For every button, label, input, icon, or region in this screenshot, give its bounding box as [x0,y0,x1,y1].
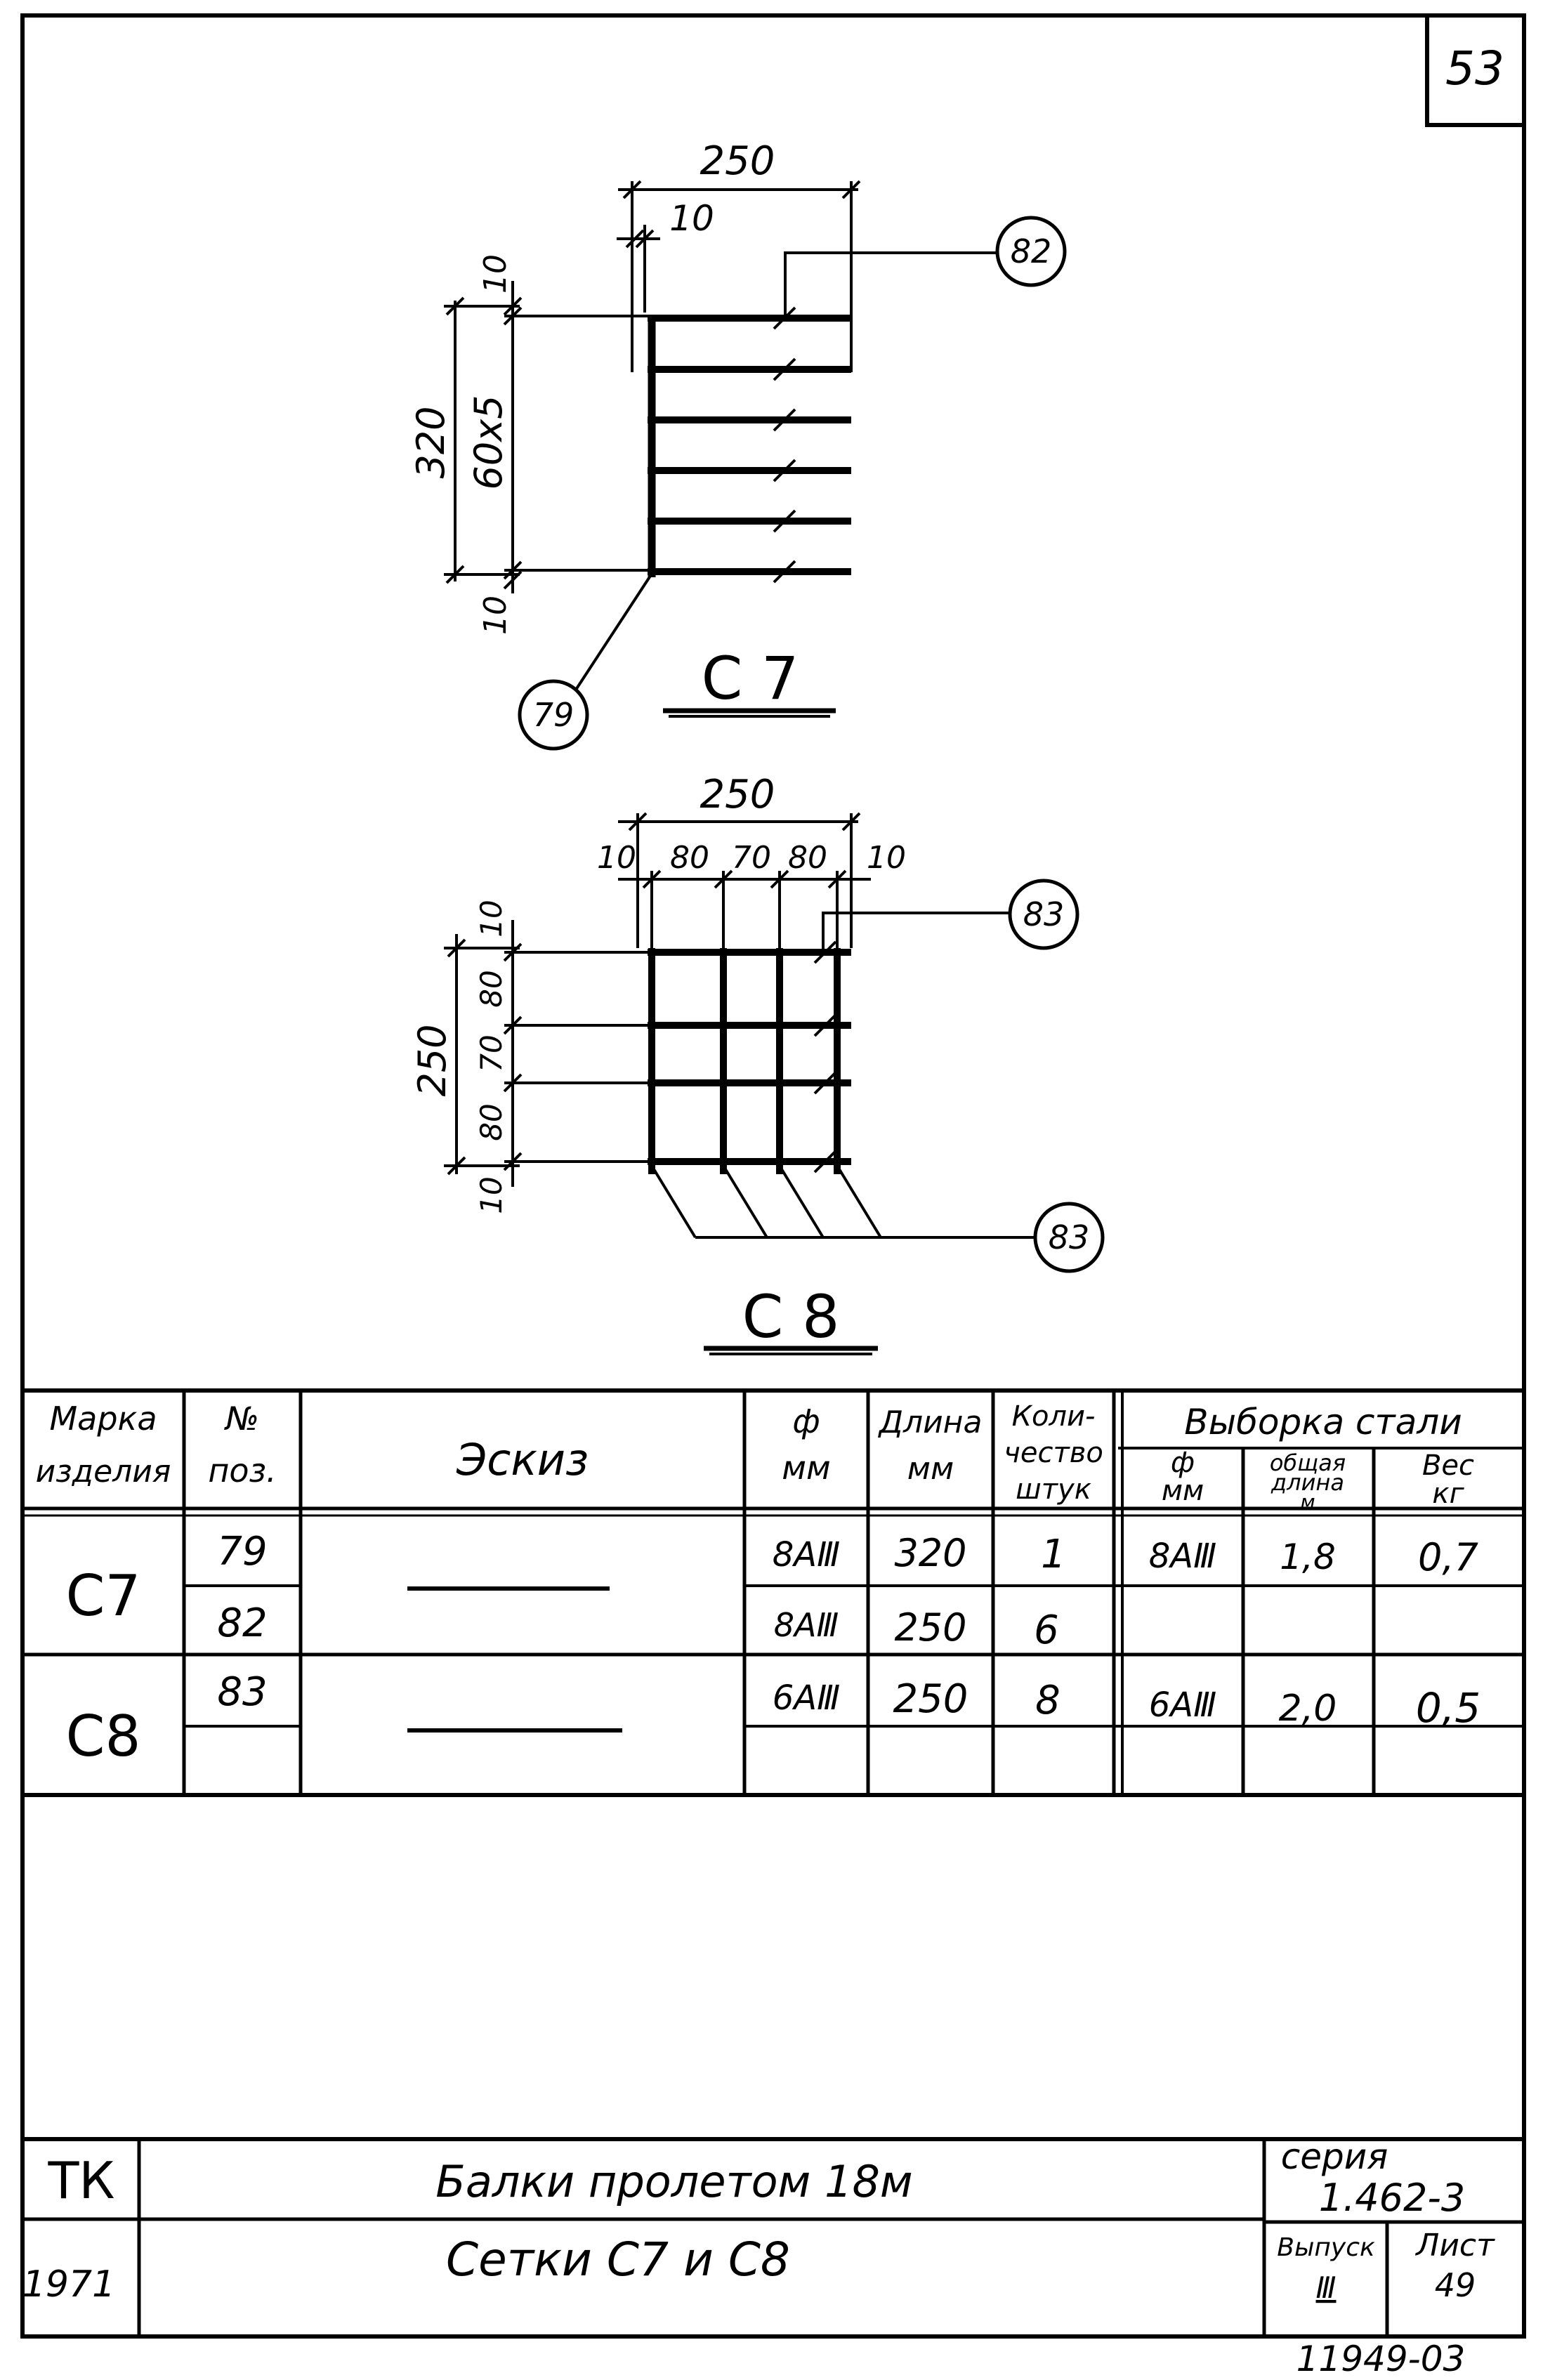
footer-code: 11949-03 [1296,2339,1466,2379]
header-pos-2: поз. [208,1452,276,1490]
c8-width-label: 250 [700,772,775,817]
c8-spacing-h-3: 80 [788,840,827,876]
row-qty: 6 [1034,1608,1059,1653]
header-phi-1: ф [792,1402,820,1440]
c8-spacing-v-1: 80 [474,970,508,1007]
c7-height-total-label: 320 [409,406,453,478]
row-mark-c7: С7 [66,1563,141,1629]
c7-title: С 7 [702,644,799,713]
header-steel: Выборка стали [1184,1402,1462,1442]
c7-callout-79: 79 [533,696,574,734]
header-steel-len-1: общая [1270,1449,1346,1476]
row-pos: 83 [217,1669,267,1715]
c7-top-margin-label: 10 [478,254,513,294]
header-steel-weight-1: Вес [1422,1449,1474,1482]
spec-table-headers: Марка изделия № поз. Эскиз ф мм Длина мм… [36,1400,1474,1513]
row-pos: 82 [217,1600,267,1646]
title-block: ТК 1971 Балки пролетом 18м Сетки С7 и С8… [22,2136,1495,2306]
header-sketch: Эскиз [456,1434,589,1485]
series-label: серия [1281,2136,1388,2177]
header-mark-1: Марка [49,1400,157,1438]
org-code: ТК [47,2151,114,2210]
header-qty-1: Коли- [1012,1400,1096,1433]
drawing-c7 [444,180,1067,751]
year: 1971 [22,2263,115,2306]
row-length: 250 [893,1676,969,1722]
c8-spacing-h-2: 70 [732,840,771,876]
row-steel-phi: 8АⅢ [1149,1537,1216,1576]
c8-spacing-h-0: 10 [597,840,636,876]
title-block-grid [22,2137,1524,2336]
c8-spacing-v-4: 10 [474,1176,508,1214]
drawing-c7-labels: 250 10 10 320 60х5 10 82 79 С 7 [409,138,1051,734]
c8-height-total-label: 250 [410,1024,454,1096]
series-value: 1.462-3 [1319,2176,1465,2220]
sheet-number: 53 [1445,41,1504,96]
c8-spacing-h-4: 10 [867,840,906,876]
header-steel-len-2: длина [1270,1469,1344,1496]
header-length-2: мм [907,1451,954,1487]
spec-table-rows: С7 79 8АⅢ 320 1 8АⅢ 1,8 0,7 82 8АⅢ 250 6… [66,1529,1481,1769]
row-qty: 1 [1041,1532,1066,1577]
drawing-c8-labels: 250 10 80 70 80 10 250 10 80 70 80 10 83… [410,772,1089,1351]
header-steel-phi-1: ф [1171,1447,1195,1479]
c8-spacing-h-1: 80 [670,840,709,876]
c8-spacing-v-0: 10 [474,900,508,937]
c8-callout-83-bottom: 83 [1049,1218,1090,1256]
row-pos: 79 [217,1529,267,1574]
c8-spacing-v-3: 80 [474,1103,508,1140]
c7-height-spacing-label: 60х5 [466,395,511,489]
row-phi: 8АⅢ [774,1606,839,1644]
sheet-number-box: 53 [1425,15,1524,127]
row-length: 250 [894,1605,966,1650]
row-steel-len: 2,0 [1279,1688,1337,1730]
c8-callout-83-top: 83 [1023,895,1065,933]
header-steel-len-3: м [1300,1490,1315,1513]
row-steel-phi: 6АⅢ [1149,1685,1216,1725]
c7-callout-82: 82 [1011,232,1052,270]
row-steel-len: 1,8 [1280,1537,1336,1577]
header-qty-2: чество [1004,1437,1103,1469]
sheet-label: Лист [1414,2228,1495,2263]
issue-label: Выпуск [1277,2233,1375,2262]
header-qty-3: штук [1016,1473,1091,1506]
row-qty: 8 [1035,1678,1061,1723]
title-line-2: Сетки С7 и С8 [446,2233,790,2287]
row-mark-c8: С8 [66,1704,141,1769]
header-mark-2: изделия [36,1454,171,1490]
c7-edge-label: 10 [669,198,714,239]
header-steel-phi-2: мм [1162,1475,1204,1507]
title-line-1: Балки пролетом 18м [435,2156,912,2207]
header-length-1: Длина [878,1405,983,1440]
row-length: 320 [894,1531,966,1575]
c7-bottom-margin-label: 10 [478,596,513,635]
header-phi-2: мм [782,1449,830,1487]
row-steel-weight: 0,5 [1416,1684,1480,1732]
drawing-c8 [444,812,1105,1355]
header-pos-1: № [223,1400,259,1438]
row-steel-weight: 0,7 [1418,1535,1478,1579]
spec-table-grid [22,1388,1524,1797]
sheet-frame [20,13,1526,2339]
row-phi: 8АⅢ [773,1535,840,1574]
row-phi: 6АⅢ [773,1678,840,1718]
header-steel-weight-2: кг [1432,1478,1464,1510]
c7-width-label: 250 [700,138,775,184]
c8-title: С 8 [742,1282,840,1351]
issue-value: Ⅲ [1316,2270,1337,2305]
c8-spacing-v-2: 70 [474,1034,508,1072]
sheet-value: 49 [1435,2266,1476,2304]
